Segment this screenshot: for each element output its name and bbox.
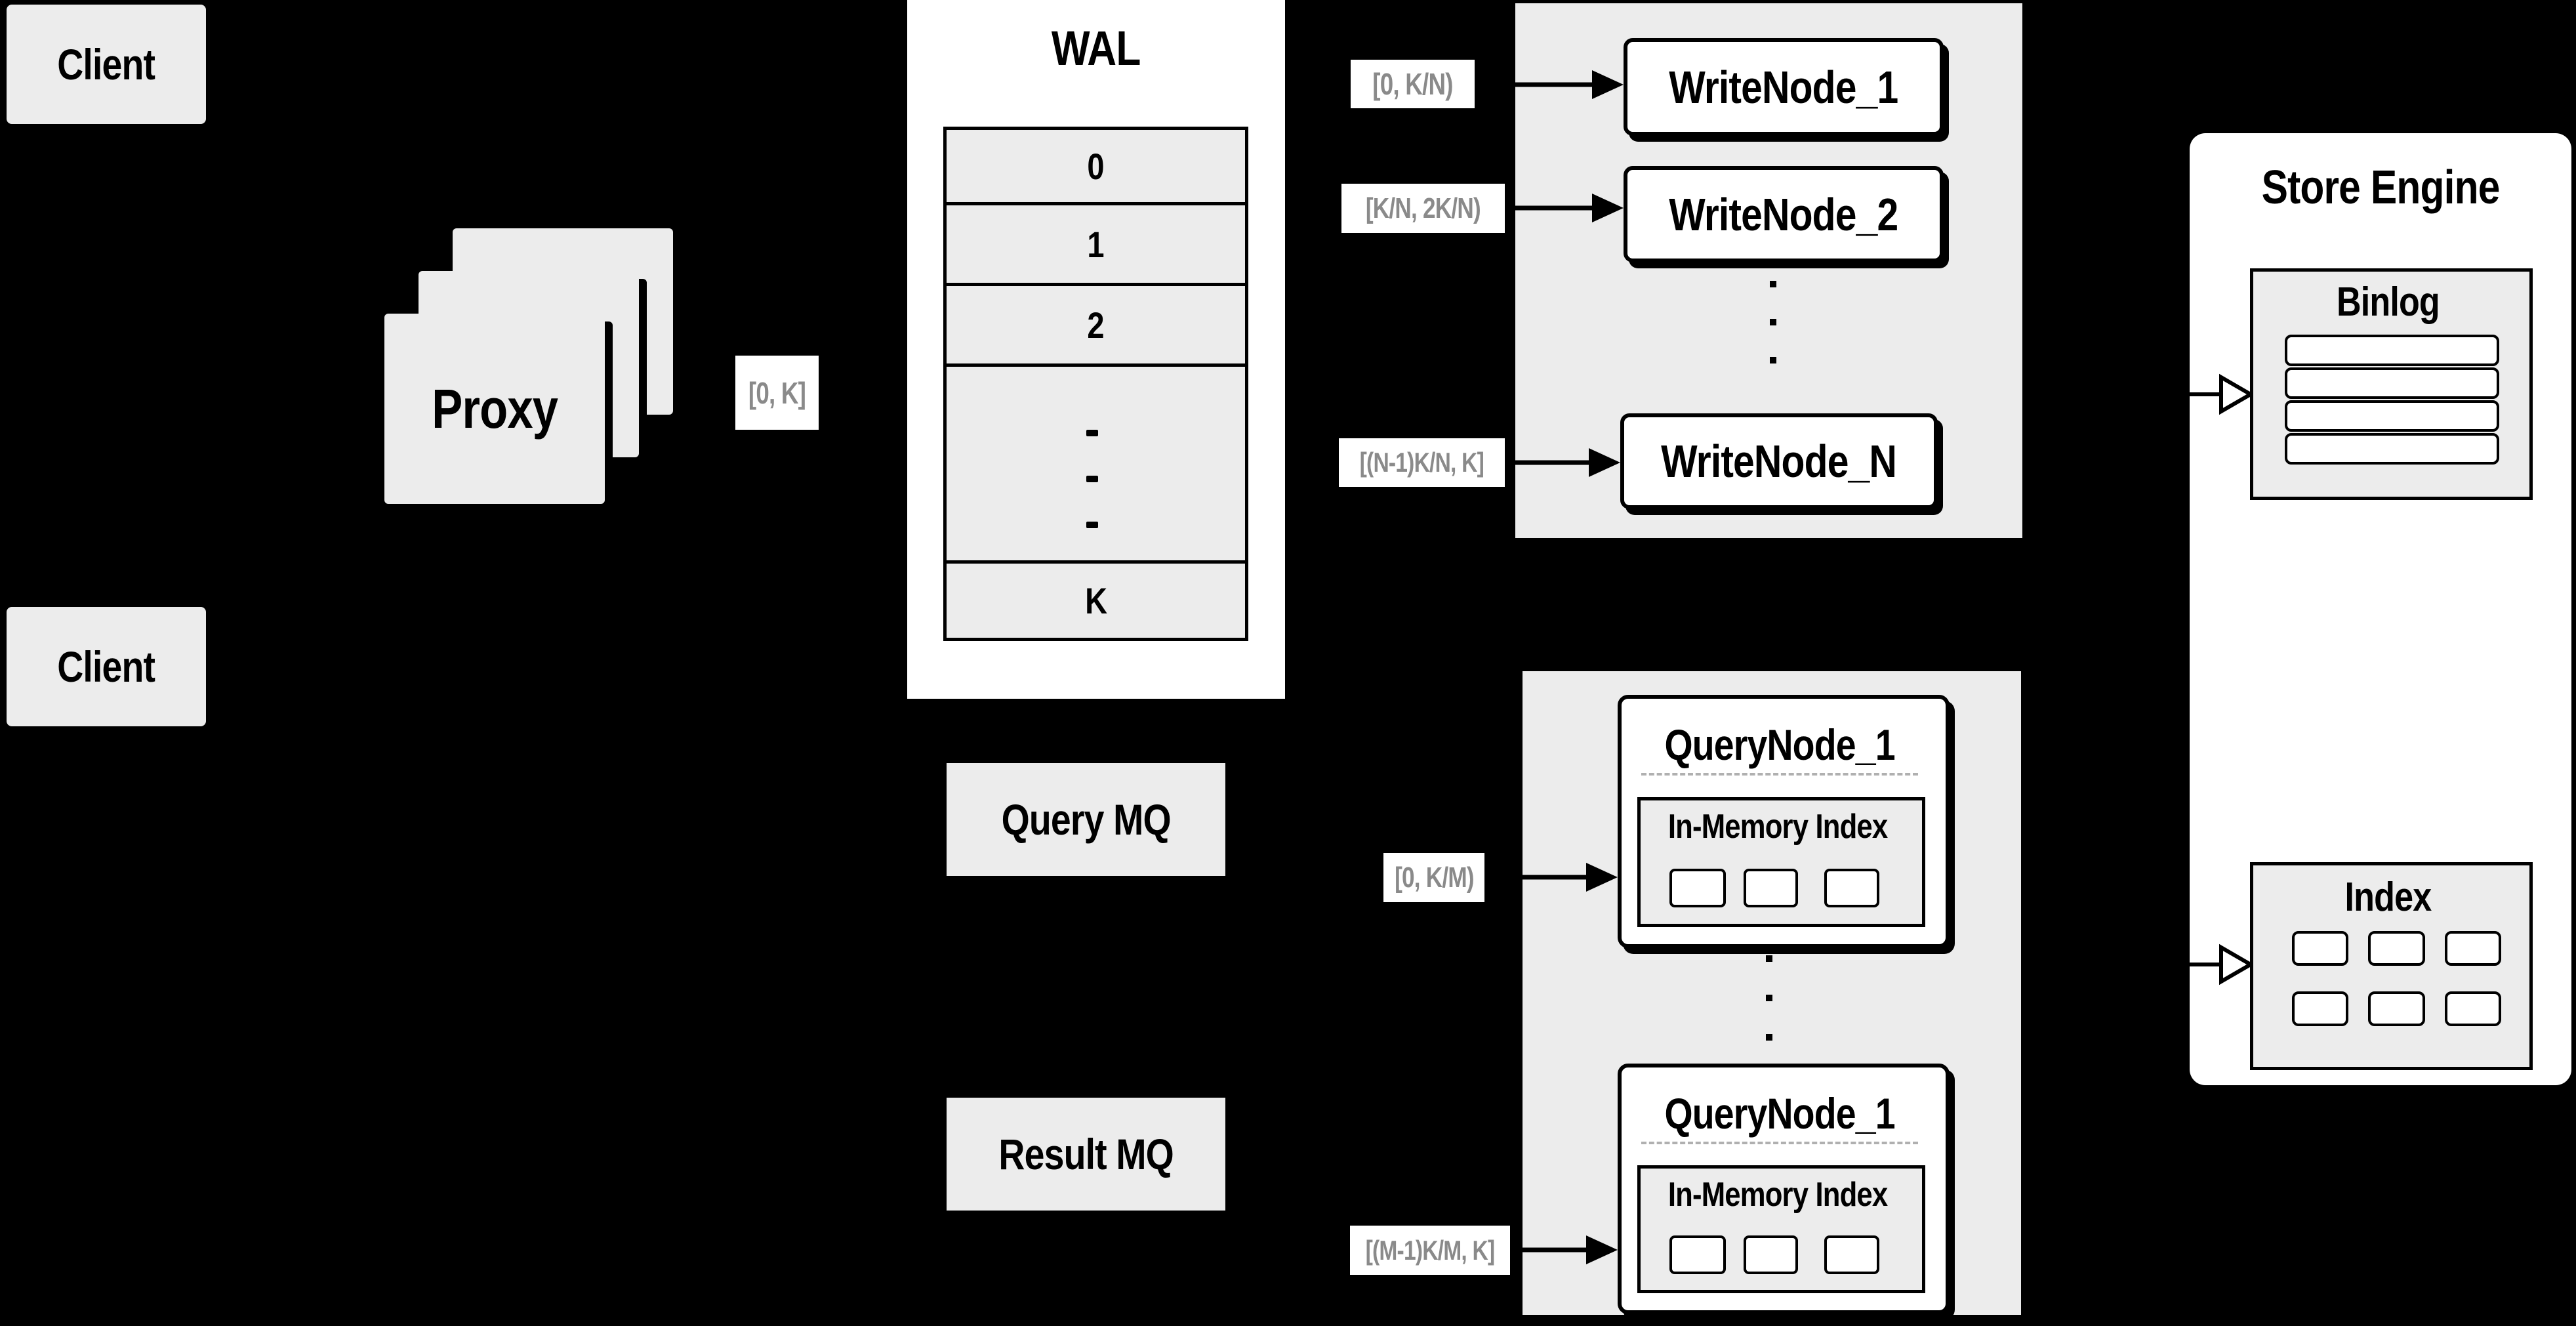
ellipsis-dot xyxy=(1770,357,1776,363)
client-box-bottom: Client xyxy=(7,607,206,726)
client-top-label: Client xyxy=(57,40,156,89)
wal-row-ellipsis xyxy=(947,367,1245,564)
index-segment xyxy=(1744,1235,1798,1274)
flow-label-querym: [(M-1)K/M, K] xyxy=(1350,1226,1510,1275)
arrow-to-write-node-1 xyxy=(1475,65,1624,104)
write-node-n: WriteNode_N xyxy=(1620,413,1938,509)
binlog-segment xyxy=(2285,400,2499,432)
result-mq-box: Result MQ xyxy=(947,1098,1225,1211)
binlog-title: Binlog xyxy=(2337,279,2440,325)
index-segment xyxy=(2292,931,2348,966)
index-title: Index xyxy=(2344,874,2432,920)
in-memory-index-top: In-Memory Index xyxy=(1637,797,1925,927)
binlog-segment xyxy=(2285,433,2499,465)
index-segment xyxy=(2368,991,2425,1026)
query-mq-box: Query MQ xyxy=(947,763,1225,876)
index-segment xyxy=(1824,869,1879,907)
arrow-to-query-node-top xyxy=(1484,858,1618,897)
arrow-to-write-node-2 xyxy=(1505,188,1624,228)
wal-row-0: 0 xyxy=(947,130,1245,205)
flow-label-proxy-out: [0, K] xyxy=(735,356,819,430)
arrow-to-binlog xyxy=(2190,368,2252,421)
index-segment xyxy=(2445,991,2501,1026)
ellipsis-dot xyxy=(1086,476,1098,482)
arrow-to-write-node-n xyxy=(1505,443,1620,482)
store-engine-box: Store Engine Binlog Index xyxy=(2190,133,2571,1085)
binlog-box: Binlog xyxy=(2250,268,2533,500)
wal-row-2: 2 xyxy=(947,286,1245,367)
wal-row-k: K xyxy=(947,564,1245,638)
flow-label-write2: [K/N, 2K/N) xyxy=(1341,184,1505,233)
proxy-label: Proxy xyxy=(432,377,558,440)
binlog-segment xyxy=(2285,335,2499,366)
ellipsis-dot xyxy=(1770,281,1776,287)
binlog-segment xyxy=(2285,367,2499,399)
in-memory-index-top-title: In-Memory Index xyxy=(1668,808,1888,846)
index-segment xyxy=(2368,931,2425,966)
ellipsis-dot xyxy=(1770,319,1776,325)
in-memory-index-bottom-title: In-Memory Index xyxy=(1668,1176,1888,1214)
ellipsis-dot xyxy=(1766,995,1772,1001)
arrow-to-query-node-bottom xyxy=(1510,1230,1618,1270)
index-segment xyxy=(2445,931,2501,966)
index-segment xyxy=(1824,1235,1879,1274)
wal-title: WAL xyxy=(1052,20,1141,75)
ellipsis-dot xyxy=(1086,430,1098,436)
index-segment xyxy=(2292,991,2348,1026)
ellipsis-dot xyxy=(1086,522,1098,528)
store-engine-title: Store Engine xyxy=(2261,161,2501,214)
dashed-divider xyxy=(1641,1142,1918,1144)
index-box: Index xyxy=(2250,862,2533,1070)
query-node-bottom-title: QueryNode_1 xyxy=(1664,1089,1895,1138)
client-box-top: Client xyxy=(7,5,206,124)
index-segment xyxy=(1669,869,1726,907)
flow-label-write1: [0, K/N) xyxy=(1351,60,1475,108)
in-memory-index-bottom: In-Memory Index xyxy=(1637,1165,1925,1293)
arrow-to-index xyxy=(2190,938,2252,991)
client-bottom-label: Client xyxy=(57,642,156,691)
query-node-top-title: QueryNode_1 xyxy=(1664,720,1895,769)
index-segment xyxy=(1744,869,1798,907)
write-node-1: WriteNode_1 xyxy=(1624,38,1944,136)
query-node-bottom: QueryNode_1 In-Memory Index xyxy=(1618,1064,1950,1314)
wal-box: WAL 0 1 2 K xyxy=(907,0,1285,699)
ellipsis-dot xyxy=(1766,955,1772,962)
query-node-top: QueryNode_1 In-Memory Index xyxy=(1618,695,1950,948)
ellipsis-dot xyxy=(1766,1034,1772,1041)
index-segment xyxy=(1669,1235,1726,1274)
dashed-divider xyxy=(1641,773,1918,776)
wal-segment-table: 0 1 2 K xyxy=(943,127,1248,641)
flow-label-writen: [(N-1)K/N, K] xyxy=(1339,438,1505,487)
proxy-card-front: Proxy xyxy=(384,314,605,504)
write-node-2: WriteNode_2 xyxy=(1624,166,1944,262)
wal-row-1: 1 xyxy=(947,205,1245,286)
flow-label-query1: [0, K/M) xyxy=(1383,853,1484,902)
